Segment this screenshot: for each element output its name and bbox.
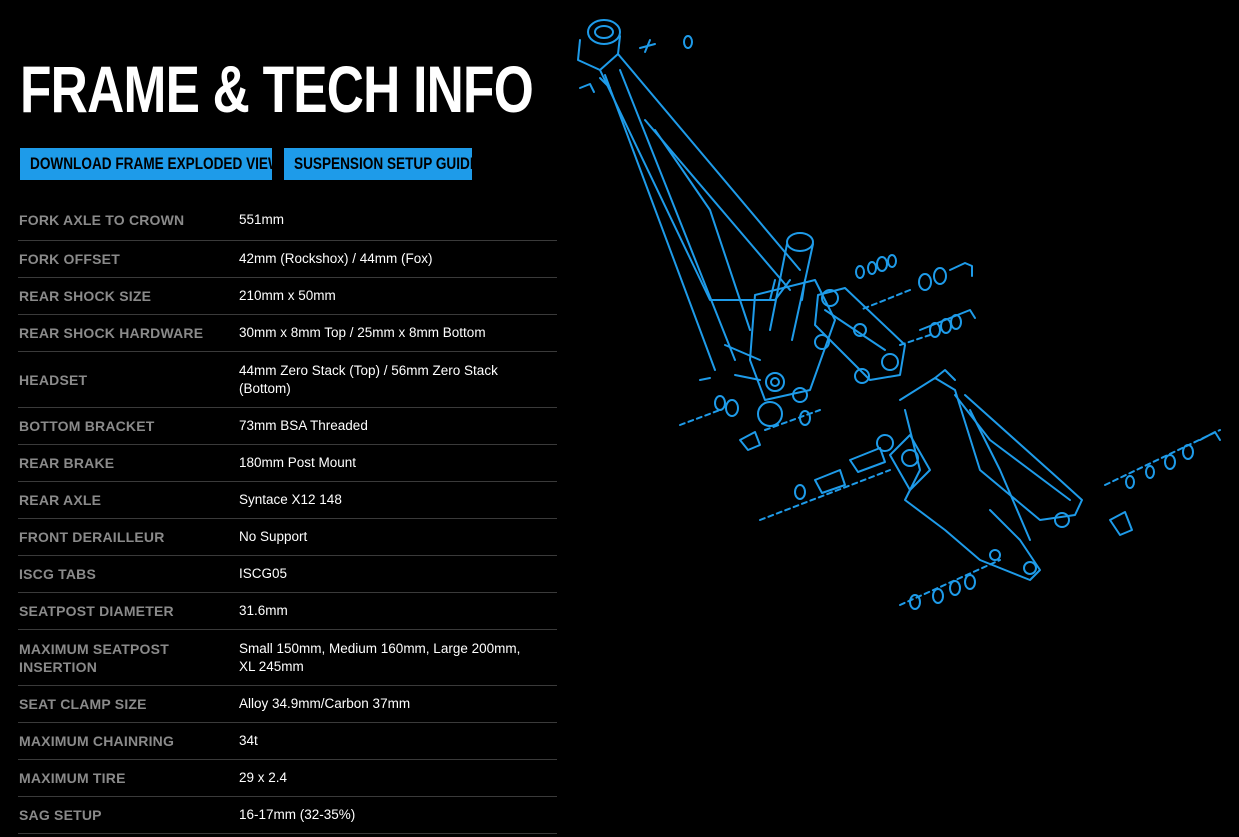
spec-label: SEATPOST DIAMETER bbox=[19, 603, 174, 619]
spec-row: REAR AXLE Syntace X12 148 bbox=[18, 482, 557, 519]
bottom-bracket bbox=[724, 279, 836, 427]
spec-label: FRONT DERAILLEUR bbox=[19, 529, 165, 545]
download-exploded-view-button[interactable]: DOWNLOAD FRAME EXPLODED VIEW bbox=[20, 148, 272, 180]
spec-label: BOTTOM BRACKET bbox=[19, 418, 155, 434]
spec-row: SAG SETUP 16-17mm (32-35%) bbox=[18, 797, 557, 834]
suspension-setup-guide-button[interactable]: SUSPENSION SETUP GUIDE bbox=[284, 148, 472, 180]
spec-label: SAG SETUP bbox=[19, 807, 102, 823]
spec-value: 34t bbox=[239, 733, 258, 748]
spec-row: REAR BRAKE 180mm Post Mount bbox=[18, 445, 557, 482]
spec-label: ISCG TABS bbox=[19, 566, 96, 582]
spec-value: 73mm BSA Threaded bbox=[239, 418, 368, 433]
action-buttons: DOWNLOAD FRAME EXPLODED VIEW SUSPENSION … bbox=[20, 148, 472, 180]
spec-value: 42mm (Rockshox) / 44mm (Fox) bbox=[239, 251, 433, 266]
spec-label: REAR SHOCK SIZE bbox=[19, 288, 152, 304]
spec-label: MAXIMUM SEATPOST INSERTION bbox=[19, 640, 169, 675]
frame-exploded-view-icon bbox=[560, 0, 1239, 640]
spec-value: 210mm x 50mm bbox=[239, 288, 336, 303]
spec-value: 30mm x 8mm Top / 25mm x 8mm Bottom bbox=[239, 325, 486, 340]
spec-value: Syntace X12 148 bbox=[239, 492, 342, 507]
spec-value: 31.6mm bbox=[239, 603, 288, 618]
rear-axle-hardware bbox=[759, 429, 1221, 610]
spec-label: REAR SHOCK HARDWARE bbox=[19, 325, 204, 341]
spec-value: ISCG05 bbox=[239, 566, 288, 581]
rocker-link bbox=[814, 287, 906, 384]
spec-label: FORK AXLE TO CROWN bbox=[19, 212, 185, 228]
spec-row: MAXIMUM CHAINRING 34t bbox=[18, 723, 557, 760]
pivot-hardware-lower bbox=[679, 377, 821, 451]
spec-label: HEADSET bbox=[19, 371, 88, 388]
spec-label: REAR AXLE bbox=[19, 492, 102, 508]
spec-label: MAXIMUM TIRE bbox=[19, 770, 126, 786]
headset-hardware bbox=[579, 35, 693, 93]
spec-row: FORK OFFSET 42mm (Rockshox) / 44mm (Fox) bbox=[18, 241, 557, 278]
spec-row: MAXIMUM SEATPOST INSERTION Small 150mm, M… bbox=[18, 630, 557, 686]
spec-value: 29 x 2.4 bbox=[239, 770, 288, 785]
spec-label: MAXIMUM CHAINRING bbox=[19, 733, 175, 749]
front-triangle bbox=[599, 53, 801, 371]
head-tube bbox=[577, 19, 621, 71]
spec-row: MAXIMUM TIRE 29 x 2.4 bbox=[18, 760, 557, 797]
spec-row: ISCG TABS ISCG05 bbox=[18, 556, 557, 593]
page-title: FRAME & TECH INFO bbox=[20, 52, 534, 126]
spec-row: SEAT CLAMP SIZE Alloy 34.9mm/Carbon 37mm bbox=[18, 686, 557, 723]
spec-value: No Support bbox=[239, 529, 308, 544]
spec-table: FORK AXLE TO CROWN 551mm FORK OFFSET 42mm … bbox=[18, 200, 557, 834]
spec-row: FORK AXLE TO CROWN 551mm bbox=[18, 200, 557, 241]
suspension-setup-guide-label: SUSPENSION SETUP GUIDE bbox=[294, 154, 472, 173]
spec-row: REAR SHOCK HARDWARE 30mm x 8mm Top / 25mm… bbox=[18, 315, 557, 352]
spec-label: FORK OFFSET bbox=[19, 251, 120, 267]
spec-value: Alloy 34.9mm/Carbon 37mm bbox=[239, 696, 411, 711]
rear-swingarm bbox=[876, 369, 1083, 581]
spec-row: HEADSET 44mm Zero Stack (Top) / 56mm Zero… bbox=[18, 352, 557, 408]
spec-row: SEATPOST DIAMETER 31.6mm bbox=[18, 593, 557, 630]
spec-value: Small 150mm, Medium 160mm, Large 200mm, … bbox=[239, 640, 521, 674]
pivot-hardware-upper bbox=[855, 254, 976, 346]
spec-row: FRONT DERAILLEUR No Support bbox=[18, 519, 557, 556]
spec-row: REAR SHOCK SIZE 210mm x 50mm bbox=[18, 278, 557, 315]
spec-value: 44mm Zero Stack (Top) / 56mm Zero Stack … bbox=[239, 362, 498, 396]
spec-value: 180mm Post Mount bbox=[239, 455, 357, 470]
spec-label: SEAT CLAMP SIZE bbox=[19, 696, 147, 712]
spec-row: BOTTOM BRACKET 73mm BSA Threaded bbox=[18, 408, 557, 445]
spec-value: 551mm bbox=[239, 212, 285, 227]
download-exploded-view-label: DOWNLOAD FRAME EXPLODED VIEW bbox=[30, 154, 272, 173]
spec-label: REAR BRAKE bbox=[19, 455, 115, 471]
spec-value: 16-17mm (32-35%) bbox=[239, 807, 356, 822]
